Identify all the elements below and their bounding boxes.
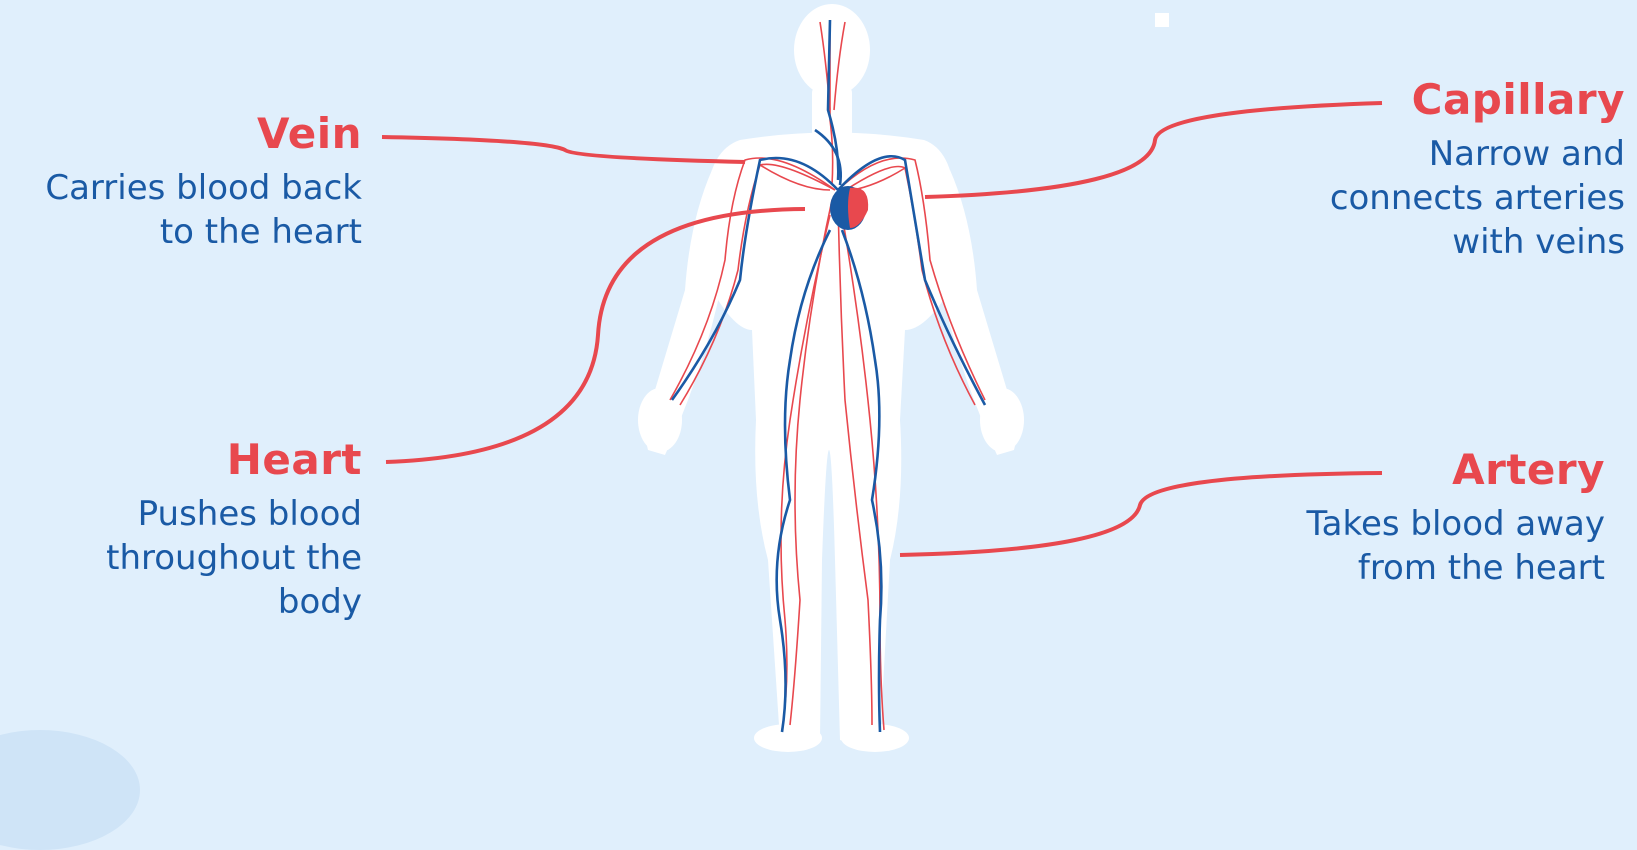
vein-description: Carries blood back to the heart: [0, 166, 362, 254]
capillary-description: Narrow and connects arteries with veins: [1205, 132, 1625, 264]
heart-callout: Heart Pushes blood throughout the body: [0, 436, 362, 624]
vein-callout: Vein Carries blood back to the heart: [0, 110, 362, 254]
artery-description: Takes blood away from the heart: [1185, 502, 1605, 590]
heart-description: Pushes blood throughout the body: [0, 492, 362, 624]
artery-term: Artery: [1185, 446, 1605, 494]
circulatory-system-diagram: Vein Carries blood back to the heart Hea…: [0, 0, 1637, 760]
vein-term: Vein: [0, 110, 362, 158]
artery-callout: Artery Takes blood away from the heart: [1185, 446, 1605, 590]
capillary-term: Capillary: [1205, 76, 1625, 124]
capillary-callout: Capillary Narrow and connects arteries w…: [1205, 76, 1625, 264]
vein-leader-line: [382, 137, 745, 162]
heart-term: Heart: [0, 436, 362, 484]
